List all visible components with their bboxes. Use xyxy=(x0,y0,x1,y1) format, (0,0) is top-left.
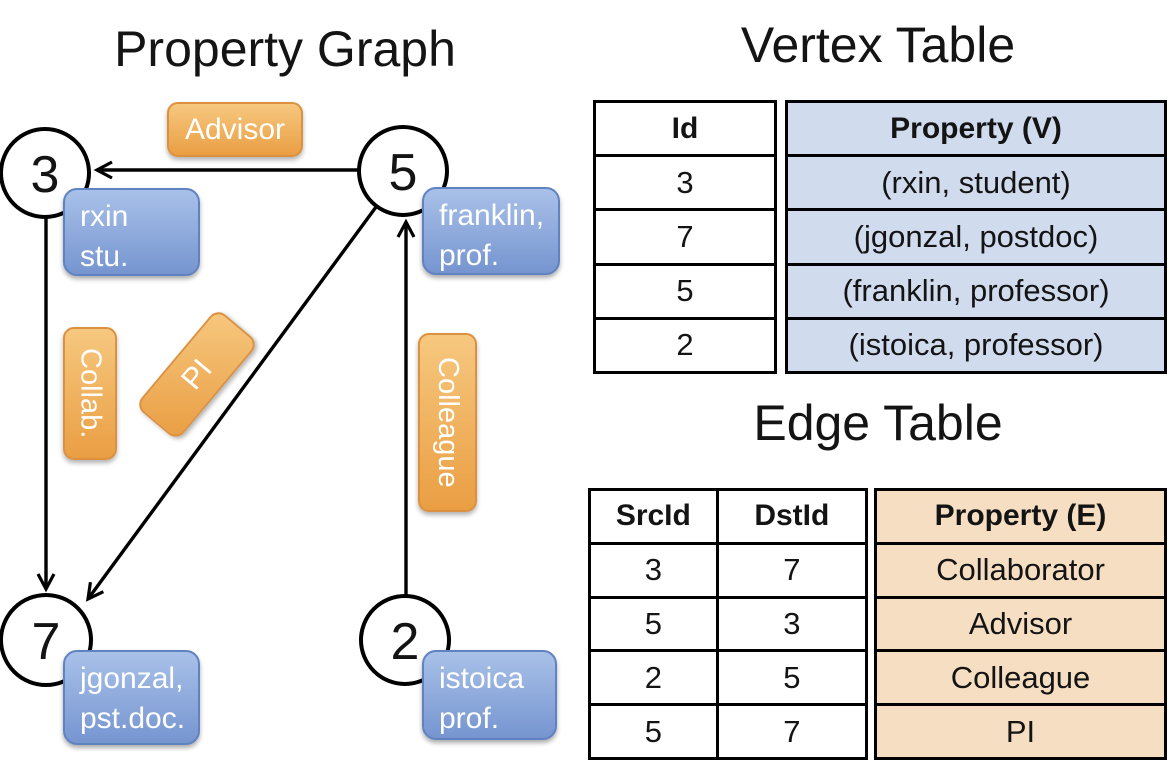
edge-table-srcid-header: SrcId xyxy=(615,499,691,533)
edge-table-srcid-column: SrcId 3 5 2 5 xyxy=(591,491,716,757)
edge-table-srcid-cell: 3 xyxy=(591,541,716,596)
vertex-table-id-header: Id xyxy=(671,111,699,145)
edge-table-dstid-column: DstId 7 3 5 7 xyxy=(715,491,865,757)
node-id-7: 7 xyxy=(32,613,61,671)
vertex-prop-box-2: istoica prof. xyxy=(422,650,557,740)
vertex-table-id-cell: 7 xyxy=(596,208,774,262)
vertex-prop-line: istoica xyxy=(439,662,525,695)
vertex-table-property-cell: (franklin, professor) xyxy=(788,262,1164,317)
edge-arrow-5-to-7 xyxy=(85,205,378,602)
vertex-prop-box-5: franklin, prof. xyxy=(422,187,560,275)
vertex-table-property-header: Property (V) xyxy=(890,111,1062,145)
edge-table-dstid-cell: 3 xyxy=(718,595,865,650)
vertex-table-property-cell: (istoica, professor) xyxy=(788,316,1164,371)
vertex-table-property-cell: (jgonzal, postdoc) xyxy=(788,208,1164,262)
vertex-table-id-cell: 3 xyxy=(596,154,774,208)
edge-table-srcid-cell: 5 xyxy=(591,703,716,757)
edge-table-property-cell: Advisor xyxy=(877,595,1164,650)
edge-table-property-header: Property (E) xyxy=(934,499,1107,533)
vertex-prop-line: rxin xyxy=(80,200,129,233)
vertex-table-id-cell: 2 xyxy=(596,316,774,371)
edge-table-srcid-cell: 5 xyxy=(591,595,716,650)
edge-table-title: Edge Table xyxy=(753,395,1003,451)
edge-label-colleague: Colleague xyxy=(418,333,477,512)
edge-table-dstid-header: DstId xyxy=(754,499,830,533)
node-id-2: 2 xyxy=(391,613,420,671)
vertex-table-property-column: Property (V) (rxin, student) (jgonzal, p… xyxy=(785,100,1167,374)
vertex-prop-box-7: jgonzal, pst.doc. xyxy=(63,650,200,745)
vertex-table-title: Vertex Table xyxy=(740,17,1016,73)
vertex-prop-line: jgonzal, xyxy=(80,662,184,695)
vertex-prop-line: franklin, xyxy=(439,199,545,232)
edge-table-dstid-cell: 7 xyxy=(718,541,865,596)
edge-table-property-cell: Collaborator xyxy=(877,541,1164,596)
vertex-prop-line: stu. xyxy=(80,239,129,273)
edge-table-id-columns: SrcId 3 5 2 5 DstId 7 3 5 7 xyxy=(588,488,868,760)
edge-table-dstid-cell: 5 xyxy=(718,649,865,703)
vertex-prop-line: prof. xyxy=(439,238,500,272)
edge-table-srcid-cell: 2 xyxy=(591,649,716,703)
edge-table-property-cell: Colleague xyxy=(877,649,1164,703)
vertex-table-property-cell: (rxin, student) xyxy=(788,154,1164,208)
edge-table-property-column: Property (E) Collaborator Advisor Collea… xyxy=(874,488,1167,760)
node-id-3: 3 xyxy=(31,146,60,204)
node-id-5: 5 xyxy=(389,144,418,202)
vertex-table-id-column: Id 3 7 5 2 xyxy=(593,100,777,374)
vertex-prop-line: prof. xyxy=(439,701,500,735)
vertex-prop-line: pst.doc. xyxy=(80,701,186,735)
vertex-table-id-cell: 5 xyxy=(596,262,774,317)
property-graph-title: Property Graph xyxy=(114,21,456,77)
edge-table-property-cell: PI xyxy=(877,703,1164,757)
edge-label-collab: Collab. xyxy=(63,327,117,460)
edge-table-dstid-cell: 7 xyxy=(718,703,865,757)
vertex-prop-box-3: rxin stu. xyxy=(63,188,200,276)
edge-label-advisor: Advisor xyxy=(167,102,303,157)
